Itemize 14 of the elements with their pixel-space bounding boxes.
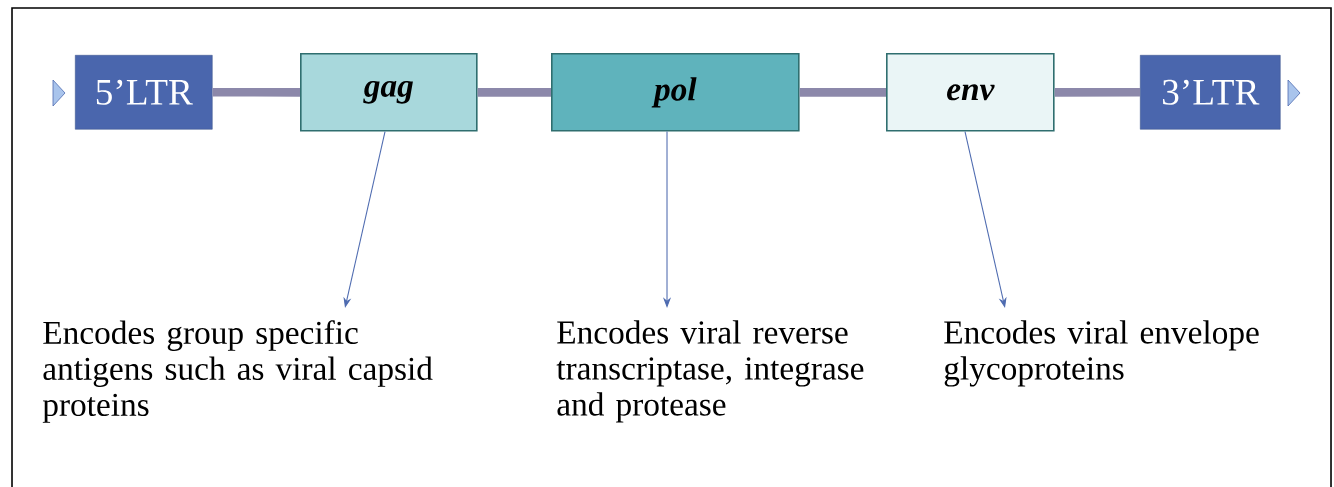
backbone-line: [1054, 87, 1140, 97]
description-text: Encodes group specific antigens such as viral capsid proteins: [42, 320, 433, 423]
backbone-line: [212, 87, 300, 97]
description-text: Encodes viral reverse transcriptase, integrase and protease: [556, 320, 864, 423]
ltr-box: 5’LTR: [75, 55, 213, 130]
gene-box: env: [886, 53, 1055, 132]
arrow: [343, 131, 386, 308]
description-text: Encodes viral envelope glycoproteins: [944, 320, 1259, 387]
backbone-line: [799, 87, 886, 97]
arrow: [964, 131, 1007, 308]
gene-box: pol: [551, 53, 800, 132]
backbone-line: [477, 87, 551, 97]
gene-box: gag: [300, 53, 478, 132]
ltr-box: 3’LTR: [1140, 55, 1281, 130]
